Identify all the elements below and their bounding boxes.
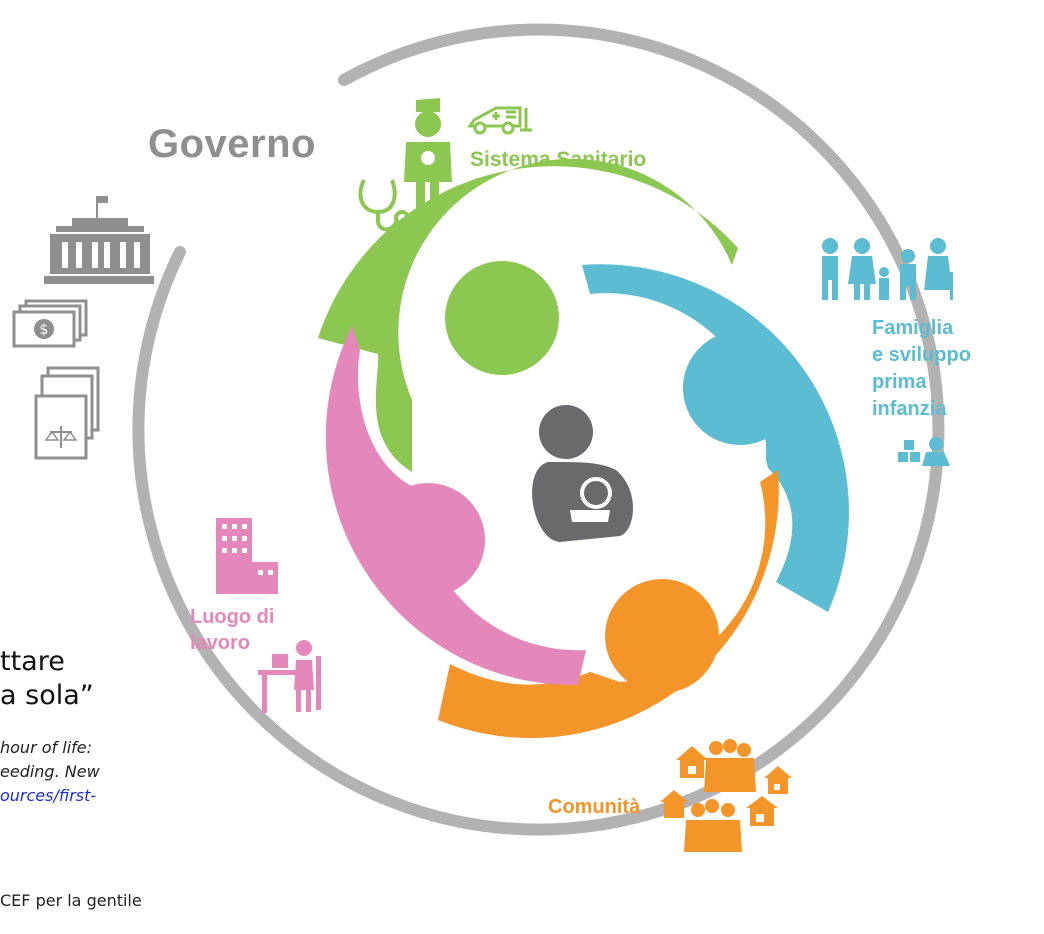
workplace-label-line: lavoro <box>190 632 251 654</box>
family-label-line: infanzia <box>872 398 947 420</box>
svg-text:$: $ <box>40 322 49 338</box>
community-label: Comunità <box>548 796 641 818</box>
family-label-line: prima <box>872 371 927 393</box>
family-icon <box>822 238 953 300</box>
policy-law-icon <box>34 366 100 460</box>
ambulance-icon <box>467 106 532 135</box>
breastfeeding-mother-icon <box>532 405 633 542</box>
cropped-heading-line: ttare <box>0 646 65 677</box>
government-ring-upper <box>132 23 945 836</box>
health-arc <box>318 158 738 472</box>
workplace-label: Luogo di lavoro <box>190 604 274 656</box>
family-head <box>683 331 797 445</box>
government-label: Governo <box>148 122 316 166</box>
citation-link[interactable]: ources/first- <box>0 786 97 805</box>
nurse-icon <box>404 98 452 208</box>
people-group-icon <box>684 739 756 852</box>
workplace-head <box>371 483 485 597</box>
credit-text: CEF per la gentile <box>0 891 142 910</box>
citation-line: eeding. New <box>0 762 100 781</box>
health-system-label: Sistema Sanitario <box>470 148 647 171</box>
money-icon: $ <box>12 299 88 348</box>
workplace-arc <box>325 326 586 686</box>
building-icon <box>44 196 154 284</box>
desk-worker-icon <box>258 640 321 713</box>
child-blocks-icon <box>898 437 950 466</box>
house-icon <box>660 746 792 826</box>
citation-line: hour of life: <box>0 738 92 757</box>
cropped-heading-line: a sola” <box>0 680 94 711</box>
stethoscope-icon <box>358 179 410 232</box>
office-building-icon <box>216 518 278 594</box>
family-label: Famiglia e sviluppo prima infanzia <box>872 315 971 423</box>
workplace-label-line: Luogo di <box>190 606 275 628</box>
health-head <box>445 261 559 375</box>
family-label-line: e sviluppo <box>872 344 971 366</box>
community-head <box>605 579 719 693</box>
family-label-line: Famiglia <box>872 317 954 339</box>
